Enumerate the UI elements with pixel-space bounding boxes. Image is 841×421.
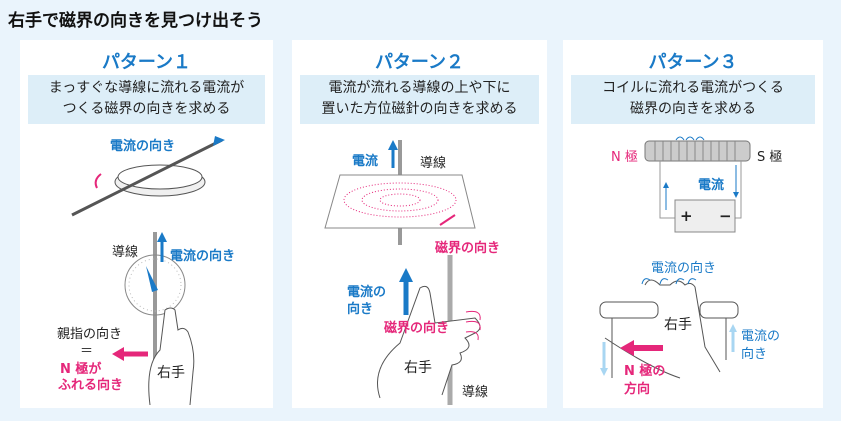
current-direction-label: 電流の	[347, 285, 387, 300]
field-plane-illustration	[324, 140, 476, 245]
battery-plus: +	[680, 207, 693, 225]
desc-line: 電流が流れる導線の上や下に	[328, 80, 511, 96]
compass-illustration	[112, 232, 195, 406]
desc-line: コイルに流れる電流がつくる	[602, 80, 784, 96]
compass-dish-illustration	[71, 136, 225, 217]
panel-description: 電流が流れる導線の上や下に置いた方位磁針の向きを求める	[300, 75, 539, 124]
wire-label: 導線	[420, 156, 447, 171]
panel-description: まっすぐな導線に流れる電流がつくる磁界の向きを求める	[28, 75, 265, 124]
swing-direction-label: ふれる向き	[58, 378, 124, 393]
coil-circuit-illustration	[644, 136, 751, 233]
right-hand-label: 右手	[664, 317, 692, 333]
right-hand-label: 右手	[157, 365, 185, 381]
thumb-direction-label: 親指の向き	[57, 327, 123, 342]
current-direction-label: 電流の向き	[170, 249, 236, 264]
n-pole-label: N 極	[611, 150, 638, 165]
panel-pattern-1: パターン１ まっすぐな導線に流れる電流がつくる磁界の向きを求める	[20, 40, 273, 408]
coil-hand-illustration	[599, 278, 739, 379]
desc-line: 磁界の向きを求める	[630, 101, 756, 117]
current-direction-label: 電流の向き	[110, 139, 176, 154]
page-title: 右手で磁界の向きを見つけ出そう	[8, 11, 263, 31]
right-hand-label: 右手	[404, 360, 432, 376]
current-direction-label: 電流の向き	[651, 261, 717, 276]
field-direction-label: 磁界の向き	[435, 241, 501, 256]
current-label: 電流	[698, 178, 725, 193]
panel-heading: パターン１	[101, 52, 192, 73]
wire-label: 導線	[112, 245, 139, 260]
current-direction-label: 向き	[741, 347, 768, 362]
s-pole-label: S 極	[757, 150, 783, 165]
battery-minus: −	[719, 207, 732, 225]
equals-sign: ＝	[80, 344, 94, 359]
desc-line: つくる磁界の向きを求める	[62, 101, 231, 117]
n-pole-direction-label: 方向	[624, 382, 651, 397]
wire-label: 導線	[462, 385, 489, 400]
current-label: 電流	[352, 154, 379, 169]
field-direction-label: 磁界の向き	[384, 321, 450, 336]
n-pole-direction-label: N 極の	[624, 364, 666, 379]
current-direction-label: 向き	[347, 302, 374, 317]
current-direction-label: 電流の	[741, 329, 781, 344]
panel-heading: パターン３	[648, 52, 738, 73]
panel-description: コイルに流れる電流がつくる磁界の向きを求める	[571, 75, 815, 124]
desc-line: まっすぐな導線に流れる電流が	[48, 80, 245, 96]
desc-line: 置いた方位磁針の向きを求める	[321, 101, 518, 117]
panel-heading: パターン２	[374, 52, 465, 73]
n-pole-label: N 極が	[60, 362, 102, 377]
right-hand-wire-illustration	[377, 255, 481, 405]
